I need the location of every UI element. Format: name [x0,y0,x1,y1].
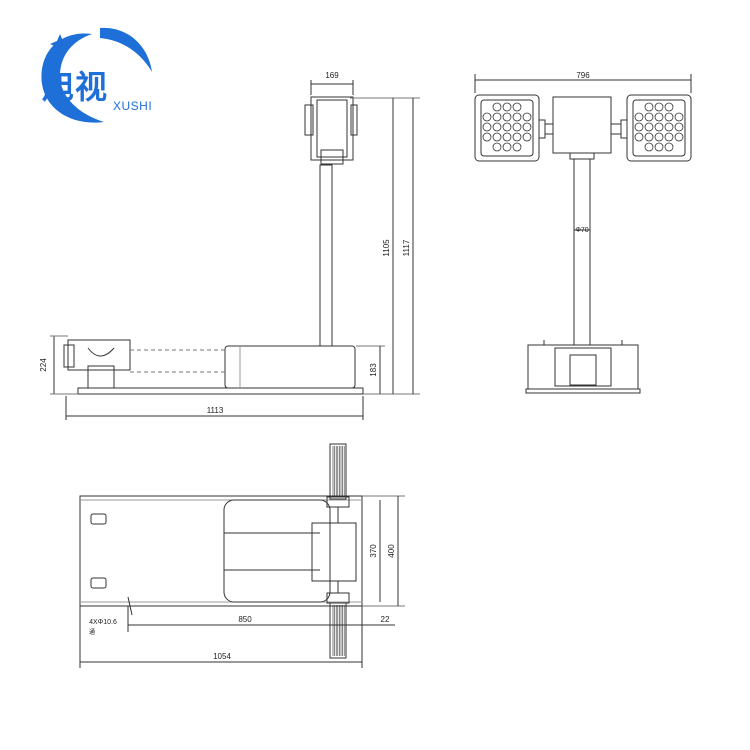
led-icon [482,122,492,132]
led-icon [522,132,532,142]
led-icon [664,122,674,132]
led-icon [654,112,664,122]
led-icon [502,122,512,132]
led-icon [644,132,654,142]
led-icon [512,122,522,132]
label-top-base-width: 370 [369,544,378,558]
led-icon [644,122,654,132]
led-icon [492,122,502,132]
side-lamp-head [310,96,354,161]
label-side-head-width: 169 [325,71,339,80]
label-top-hole-spec: 4XΦ10.6 [89,619,117,626]
front-base [527,344,639,390]
led-icon [482,132,492,142]
top-hole-lower [90,577,107,589]
led-icon [522,122,532,132]
brand-name-en: XUSHI [113,99,153,113]
front-pole [573,158,591,346]
led-icon [664,142,674,152]
label-side-box-height: 183 [369,363,378,377]
led-icon [512,142,522,152]
led-icon [634,122,644,132]
label-top-hole-span: 850 [238,615,252,624]
led-icon [502,132,512,142]
led-icon [634,132,644,142]
led-icon [664,132,674,142]
heatsink-lower [332,605,347,656]
label-top-hole-note: 通 [89,628,95,636]
label-side-height-mast: 1105 [382,239,391,257]
led-icon [492,112,502,122]
top-hole-upper [90,513,107,525]
led-icon [644,142,654,152]
led-icon [492,102,502,112]
label-front-width: 796 [576,71,590,80]
side-battery-box [224,345,356,389]
led-icon [644,112,654,122]
top-view [79,443,405,668]
led-icon [634,112,644,122]
led-icon [502,112,512,122]
led-icon [492,132,502,142]
side-base-plate [77,387,364,395]
front-view [474,74,692,394]
label-top-length: 1054 [213,652,231,661]
top-base-plate [79,495,363,607]
side-folded-head [67,339,131,371]
heatsink-upper [332,446,347,497]
led-icon [674,132,684,142]
led-icon [654,132,664,142]
led-icon [512,132,522,142]
led-icon [502,142,512,152]
led-icon [644,102,654,112]
led-grid-left [482,102,532,152]
led-icon [502,102,512,112]
led-icon [492,142,502,152]
side-mast [319,164,333,347]
led-grid-right [634,102,684,152]
label-top-width: 400 [387,544,396,558]
led-icon [664,112,674,122]
brand-logo: 旭视 XUSHI [30,22,170,137]
label-side-base-height: 224 [39,358,48,372]
led-icon [654,142,664,152]
label-front-pole-dia: Φ70 [575,227,588,234]
front-center-box [552,96,612,154]
led-icon [674,112,684,122]
logo-swoosh-icon [41,27,152,123]
label-top-offset: 22 [381,615,390,624]
led-icon [664,102,674,112]
led-icon [512,112,522,122]
led-icon [654,102,664,112]
led-icon [522,112,532,122]
led-icon [512,102,522,112]
led-icon [654,122,664,132]
brand-name-cn: 旭视 [42,68,109,106]
label-side-height-total: 1117 [402,239,411,256]
led-icon [482,112,492,122]
label-side-length: 1113 [207,406,224,415]
led-icon [674,122,684,132]
side-view [50,80,420,420]
